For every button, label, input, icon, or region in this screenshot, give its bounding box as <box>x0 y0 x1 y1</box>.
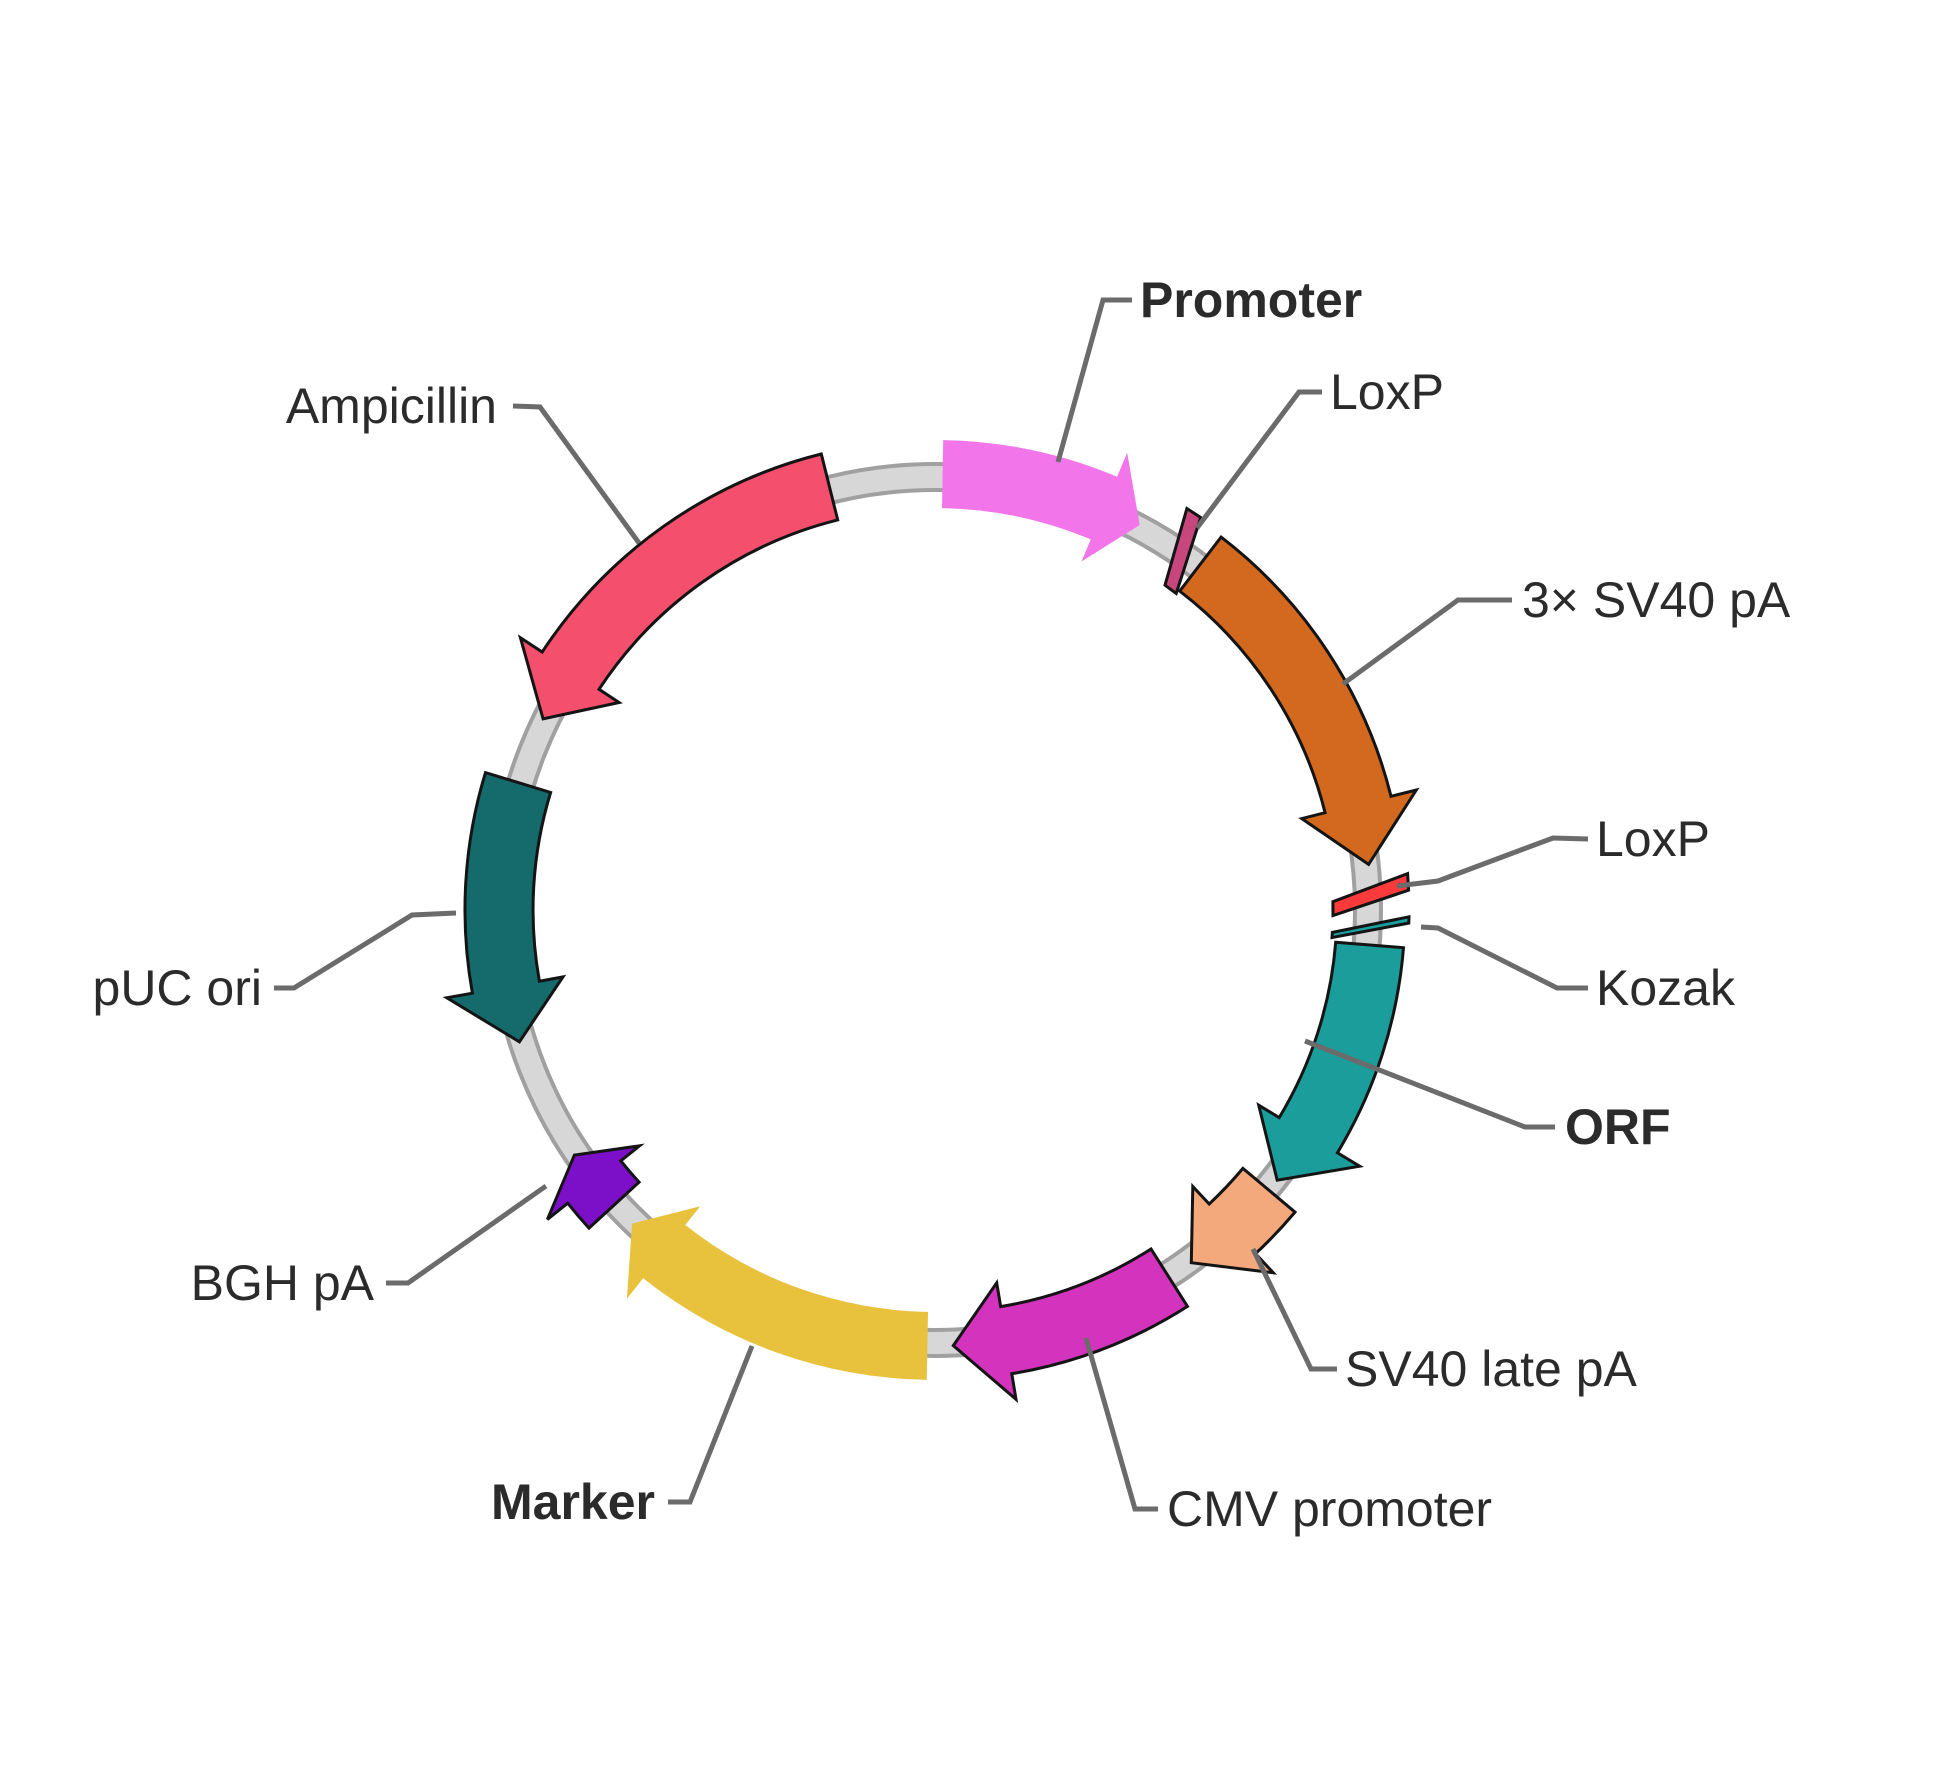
feature-orf-arrow <box>1256 940 1406 1182</box>
leader-marker <box>668 1345 755 1505</box>
feature-promoter-arrow <box>942 440 1140 562</box>
label-promoter: Promoter <box>1140 272 1362 328</box>
label-loxp-1: LoxP <box>1330 364 1444 420</box>
label-bgh-pa: BGH pA <box>191 1255 375 1311</box>
feature-ampicillin-arrow <box>517 452 840 721</box>
label-cmv-promoter: CMV promoter <box>1167 1481 1492 1537</box>
feature-loxp-1-tick <box>1163 506 1203 596</box>
leader-loxp-2 <box>1396 835 1589 889</box>
leader-sv40pa-3x <box>1341 597 1512 687</box>
leader-kozak <box>1420 924 1588 991</box>
label-orf: ORF <box>1565 1099 1671 1155</box>
leader-bgh-pa <box>386 1183 548 1286</box>
leader-puc-ori <box>274 910 457 991</box>
leader-ampicillin <box>512 403 642 545</box>
label-marker: Marker <box>491 1474 655 1530</box>
feature-puc-ori-arrow <box>442 770 567 1044</box>
feature-kozak-tick <box>1330 914 1411 940</box>
label-ampicillin: Ampicillin <box>286 378 497 434</box>
leader-cmv-promoter <box>1083 1337 1158 1512</box>
leader-orf <box>1304 1038 1555 1130</box>
feature-sv40-late-pa-arrow <box>1189 1166 1298 1275</box>
leader-sv40-late-pa <box>1250 1247 1337 1372</box>
label-kozak: Kozak <box>1596 960 1736 1016</box>
label-puc-ori: pUC ori <box>93 960 262 1016</box>
feature-sv40pa-3x-arrow <box>1177 534 1420 867</box>
leader-promoter <box>1055 297 1132 463</box>
leader-loxp-1 <box>1195 389 1322 530</box>
feature-marker-arrow <box>626 1206 928 1380</box>
feature-cmv-promoter-arrow <box>951 1246 1190 1404</box>
feature-bgh-pa-arrow <box>546 1143 645 1231</box>
label-sv40pa-3x: 3× SV40 pA <box>1522 572 1791 628</box>
label-loxp-2: LoxP <box>1596 811 1710 867</box>
label-sv40-late-pa: SV40 late pA <box>1345 1341 1638 1397</box>
